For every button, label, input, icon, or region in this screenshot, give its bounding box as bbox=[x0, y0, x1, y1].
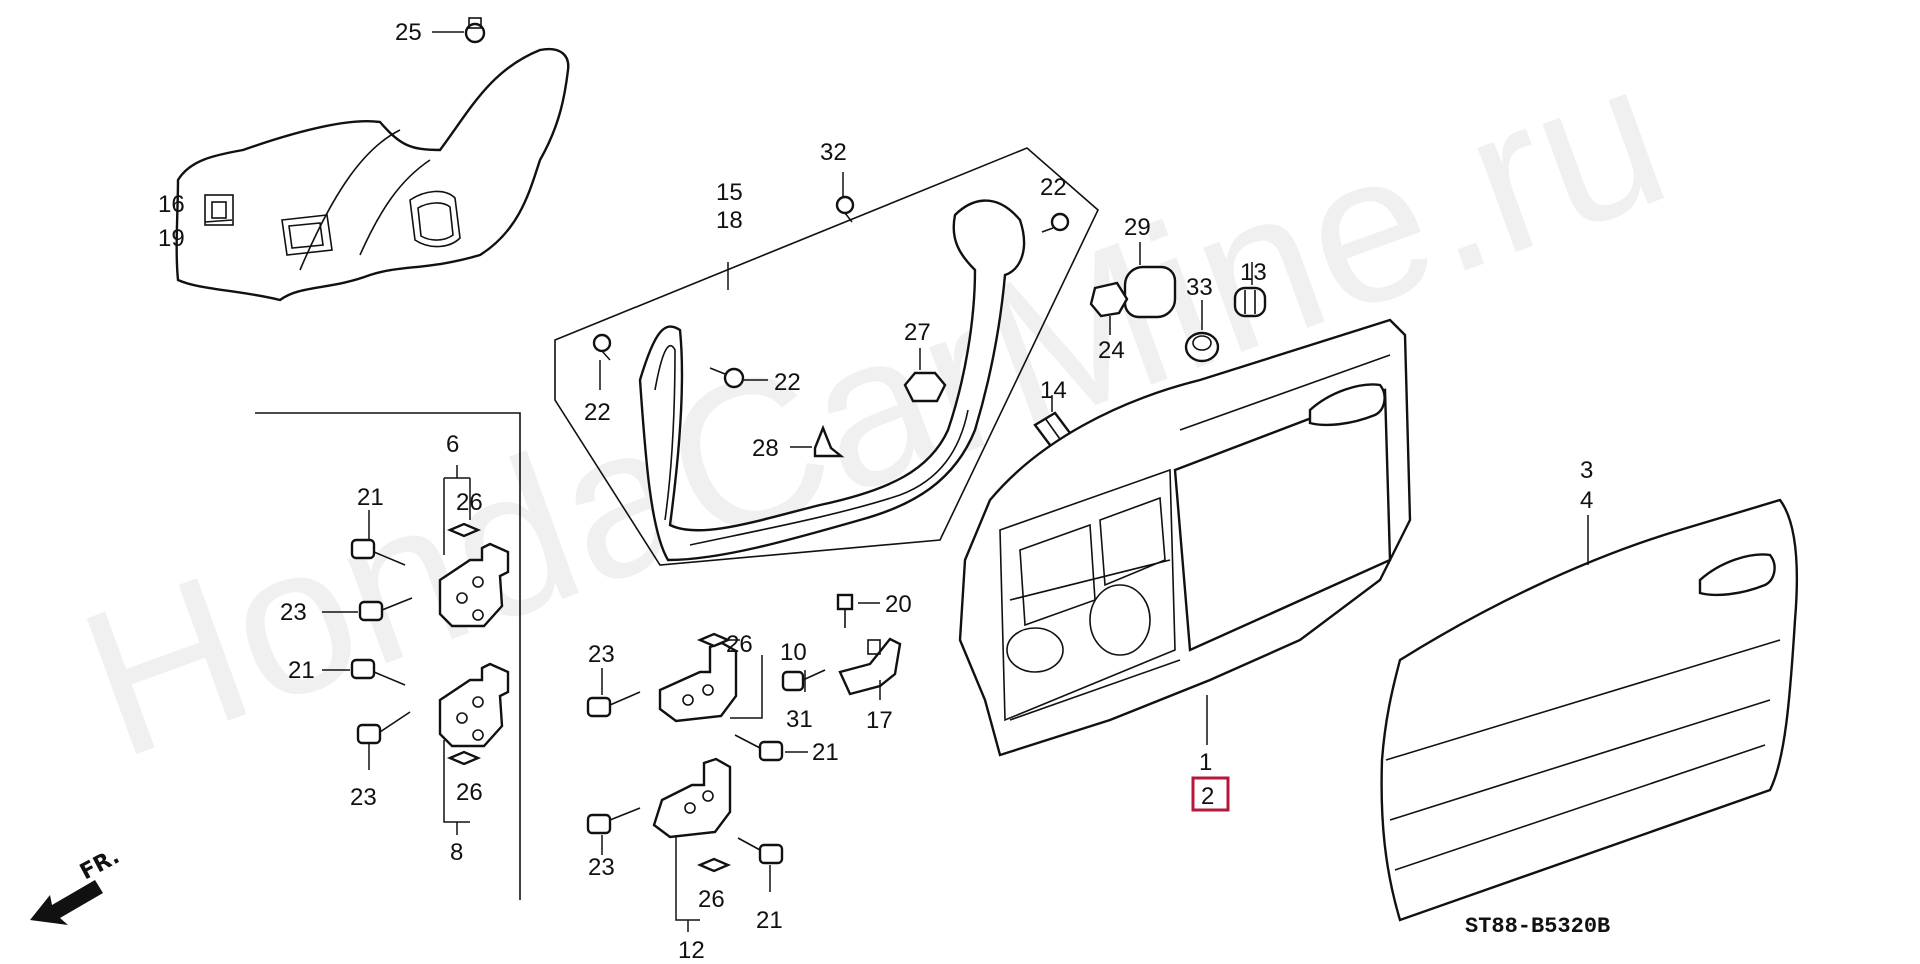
callout-21-d: 21 bbox=[756, 907, 783, 934]
callout-24: 24 bbox=[1098, 337, 1125, 364]
door-insulation-panel bbox=[175, 47, 570, 302]
bolt-21-a bbox=[350, 538, 406, 566]
seal-29 bbox=[1123, 265, 1177, 319]
bolt-23-c bbox=[586, 691, 641, 718]
bolt-21-d bbox=[737, 837, 784, 865]
callout-23-b: 23 bbox=[350, 784, 377, 811]
clip-22-left bbox=[592, 333, 612, 361]
clip-26-a bbox=[446, 522, 482, 538]
clip-26-b bbox=[446, 750, 482, 766]
callout-4: 4 bbox=[1580, 487, 1593, 514]
bolt-31 bbox=[781, 669, 826, 692]
front-direction-label: FR. bbox=[76, 844, 124, 885]
door-inner-frame bbox=[958, 318, 1412, 757]
callout-26-d: 26 bbox=[698, 886, 725, 913]
clip-28 bbox=[813, 424, 845, 458]
callout-23-c: 23 bbox=[588, 641, 615, 668]
callout-10: 10 bbox=[780, 639, 807, 666]
callout-1: 1 bbox=[1199, 749, 1212, 776]
callout-23-a: 23 bbox=[280, 599, 307, 626]
hinge-section-frame bbox=[255, 412, 521, 900]
cushion-33 bbox=[1184, 331, 1220, 363]
diagram-code: ST88-B5320B bbox=[1465, 914, 1610, 939]
callout-21-a: 21 bbox=[357, 484, 384, 511]
callout-27: 27 bbox=[904, 319, 931, 346]
callout-21-b: 21 bbox=[288, 657, 315, 684]
upper-hinge-6 bbox=[438, 542, 510, 628]
bolt-23-b bbox=[356, 711, 411, 745]
callout-22-mid: 22 bbox=[774, 369, 801, 396]
hinge-12 bbox=[652, 757, 732, 839]
callout-22-top: 22 bbox=[1040, 174, 1067, 201]
front-direction-arrow bbox=[30, 880, 103, 925]
callout-17: 17 bbox=[866, 707, 893, 734]
checker-17 bbox=[838, 637, 902, 696]
clip-27 bbox=[903, 371, 947, 403]
bolt-23-d bbox=[586, 807, 641, 835]
clip-32 bbox=[835, 195, 855, 223]
lower-hinge-8 bbox=[438, 662, 510, 748]
clip-22-top bbox=[1041, 212, 1070, 233]
clip-22-mid bbox=[709, 367, 745, 389]
callout-28: 28 bbox=[752, 435, 779, 462]
callout-21-c: 21 bbox=[812, 739, 839, 766]
weatherstrip-group-frame bbox=[554, 147, 1099, 566]
clip-25 bbox=[464, 17, 486, 44]
bumper-13 bbox=[1233, 286, 1267, 318]
callout-20: 20 bbox=[885, 591, 912, 618]
callout-2: 2 bbox=[1201, 783, 1214, 810]
callout-31: 31 bbox=[786, 706, 813, 733]
callout-8: 8 bbox=[450, 839, 463, 866]
callout-23-d: 23 bbox=[588, 854, 615, 881]
bolt-21-c bbox=[734, 734, 784, 762]
callout-22-left: 22 bbox=[584, 399, 611, 426]
callout-18: 18 bbox=[716, 207, 743, 234]
callout-29: 29 bbox=[1124, 214, 1151, 241]
callout-16: 16 bbox=[158, 191, 185, 218]
highlight-part-2 bbox=[1191, 776, 1230, 812]
callout-15: 15 bbox=[716, 179, 743, 206]
callout-3: 3 bbox=[1580, 457, 1593, 484]
grommet-24 bbox=[1089, 281, 1129, 318]
callout-33: 33 bbox=[1186, 274, 1213, 301]
callout-13: 13 bbox=[1240, 259, 1267, 286]
callout-12: 12 bbox=[678, 937, 705, 959]
door-outer-skin bbox=[1380, 498, 1799, 922]
callout-32: 32 bbox=[820, 139, 847, 166]
callout-25: 25 bbox=[395, 19, 422, 46]
callout-14: 14 bbox=[1040, 377, 1067, 404]
callout-26-a: 26 bbox=[456, 489, 483, 516]
callout-6: 6 bbox=[446, 431, 459, 458]
callout-26-b: 26 bbox=[456, 779, 483, 806]
hinge-10 bbox=[658, 641, 738, 723]
clip-26-d bbox=[696, 857, 732, 873]
bolt-21-b bbox=[350, 658, 406, 686]
door-weatherstrip bbox=[638, 199, 1026, 562]
callout-26-c: 26 bbox=[726, 631, 753, 658]
callout-19: 19 bbox=[158, 225, 185, 252]
bolt-20 bbox=[836, 593, 854, 628]
bolt-23-a bbox=[358, 597, 413, 622]
